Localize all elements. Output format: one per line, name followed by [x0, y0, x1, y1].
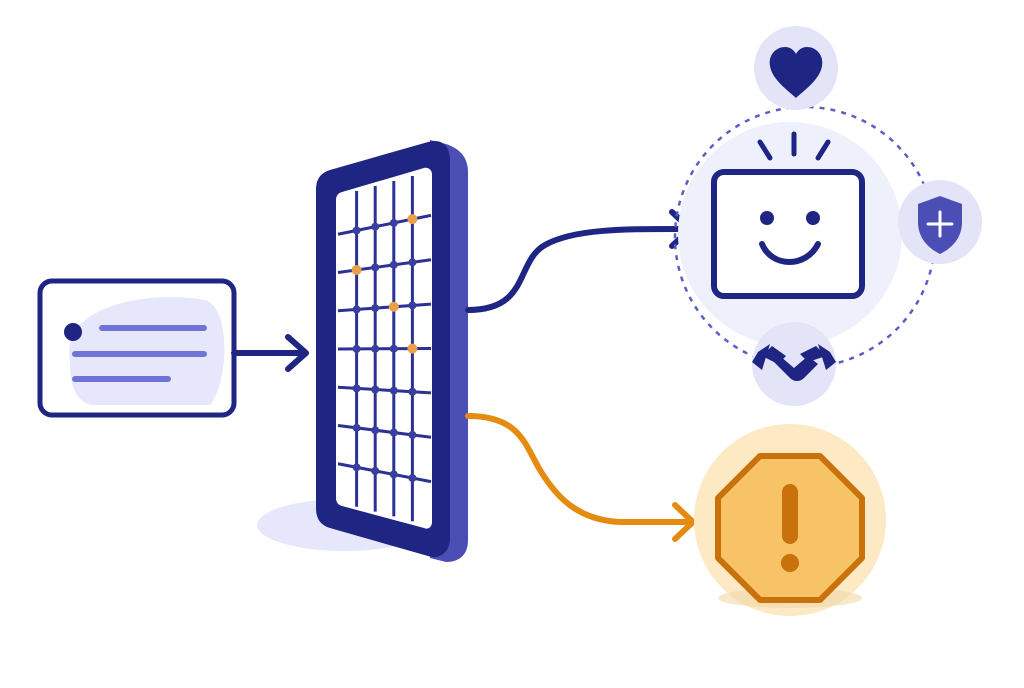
- handshake-icon: [752, 344, 836, 381]
- input-message-card: [37, 278, 237, 418]
- grid-node: [352, 384, 361, 393]
- heart-icon: [769, 47, 823, 98]
- grid-node: [371, 263, 380, 272]
- grid-node: [389, 218, 398, 227]
- exclamation-bar: [782, 484, 798, 544]
- filter-grid-nodes: [351, 214, 418, 483]
- grid-node: [408, 430, 417, 439]
- grid-node-flagged: [351, 264, 362, 275]
- grid-node: [352, 226, 361, 235]
- grid-node: [371, 222, 380, 231]
- grid-node-flagged: [407, 343, 418, 354]
- grid-node: [408, 258, 417, 267]
- grid-node: [371, 426, 380, 435]
- grid-node: [371, 466, 380, 475]
- input-arrow: [231, 334, 309, 372]
- grid-node: [371, 385, 380, 394]
- grid-node: [389, 428, 398, 437]
- grid-node: [408, 387, 417, 396]
- negative-path-arrow: [465, 413, 696, 542]
- smiley-screen-icon: [711, 169, 865, 299]
- sparkle-icon: [757, 131, 831, 161]
- handshake-badge: [752, 322, 836, 406]
- grid-node: [352, 344, 361, 353]
- grid-node: [352, 463, 361, 472]
- grid-filter: [257, 140, 468, 562]
- grid-node-flagged: [407, 214, 418, 225]
- negative-outcome: [694, 424, 886, 616]
- grid-node: [371, 304, 380, 313]
- positive-outcome: [673, 26, 982, 406]
- exclamation-dot: [781, 554, 799, 572]
- grid-node: [371, 344, 380, 353]
- grid-node-flagged: [388, 301, 399, 312]
- shield-badge: [898, 180, 982, 264]
- positive-path-arrow: [465, 209, 693, 313]
- avatar-dot: [64, 323, 82, 341]
- grid-node: [352, 423, 361, 432]
- grid-node: [389, 260, 398, 269]
- heart-badge: [754, 26, 838, 110]
- grid-node: [408, 301, 417, 310]
- grid-node: [389, 470, 398, 479]
- grid-node: [389, 344, 398, 353]
- grid-node: [408, 474, 417, 483]
- grid-node: [352, 305, 361, 314]
- grid-node: [389, 386, 398, 395]
